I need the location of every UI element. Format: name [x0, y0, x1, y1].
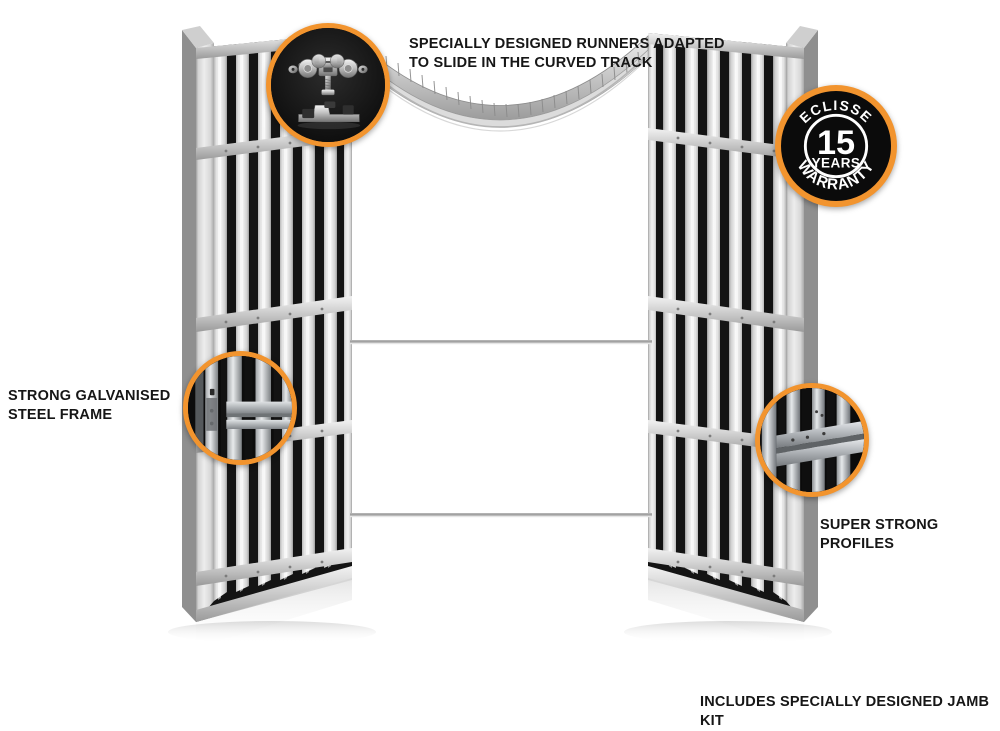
profiles-callout[interactable]: [755, 383, 869, 497]
runners-callout[interactable]: [266, 23, 390, 147]
badge-unit: YEARS: [812, 156, 861, 171]
steel-frame-callout-label: STRONG GALVANISED STEEL FRAME: [8, 388, 171, 424]
eclisse-warranty-badge: ECLISSE 15 YEARS WARRANTY: [775, 85, 897, 207]
badge-brand-text: ECLISSE: [796, 97, 875, 126]
runner-carriage-photo: [271, 28, 385, 142]
profile-detail-photo: [760, 388, 864, 492]
galvanised-frame-photo: [188, 356, 292, 460]
badge-number: 15: [817, 124, 855, 162]
floor-shadow: [168, 621, 832, 643]
runners-callout-label: SPECIALLY DESIGNED RUNNERS ADAPTED TO SL…: [409, 36, 725, 72]
curved-sliding-track: [351, 35, 649, 132]
warranty-badge-artwork: ECLISSE 15 YEARS WARRANTY: [794, 97, 877, 194]
steel-frame-callout[interactable]: [183, 351, 297, 465]
profiles-callout-label: SUPER STRONG PROFILES: [820, 517, 939, 553]
opening-cross-rails: [350, 340, 652, 518]
left-door-panel: [182, 26, 352, 648]
jamb-kit-note: INCLUDES SPECIALLY DESIGNED JAMB KIT: [700, 694, 990, 730]
